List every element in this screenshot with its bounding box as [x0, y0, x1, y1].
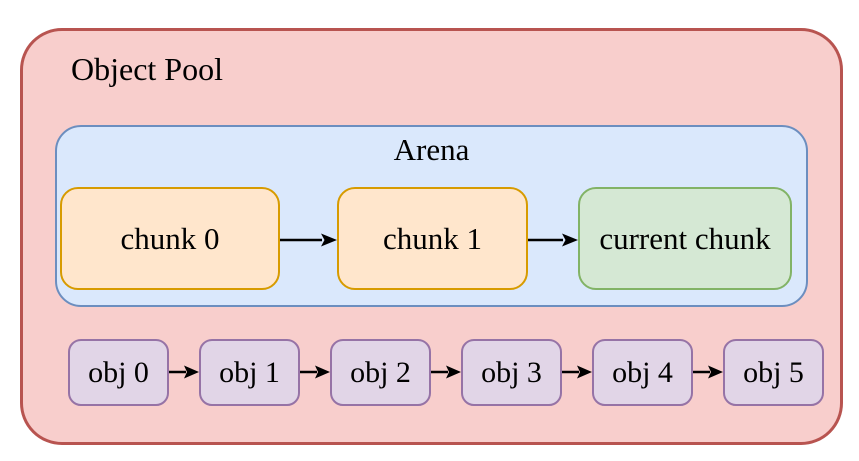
chunk-1-label: chunk 1	[382, 220, 482, 256]
obj-5-label: obj 5	[743, 355, 804, 389]
obj-5-box: obj 5	[723, 339, 824, 406]
object-pool-label: Object Pool	[71, 51, 223, 87]
chunk-0-box: chunk 0	[60, 187, 280, 290]
chunk0-to-chunk1-arrow-icon	[280, 233, 337, 247]
obj1-to-obj2-arrow-icon	[300, 365, 330, 379]
obj-3-label: obj 3	[481, 355, 542, 389]
current-chunk-label: current chunk	[599, 220, 771, 256]
obj-2-box: obj 2	[330, 339, 431, 406]
obj-4-label: obj 4	[612, 355, 673, 389]
obj3-to-obj4-arrow-icon	[562, 365, 592, 379]
current-chunk-box: current chunk	[578, 187, 792, 290]
obj-4-box: obj 4	[592, 339, 693, 406]
obj-1-label: obj 1	[219, 355, 280, 389]
obj-0-box: obj 0	[68, 339, 169, 406]
obj2-to-obj3-arrow-icon	[431, 365, 461, 379]
obj-3-box: obj 3	[461, 339, 562, 406]
arena-label: Arena	[393, 132, 470, 167]
chunk-1-box: chunk 1	[337, 187, 528, 290]
obj0-to-obj1-arrow-icon	[169, 365, 199, 379]
obj-0-label: obj 0	[88, 355, 149, 389]
object-pool-box: Object Pool Arena chunk 0 chunk 1 curren…	[20, 28, 843, 445]
obj4-to-obj5-arrow-icon	[693, 365, 723, 379]
obj-1-box: obj 1	[199, 339, 300, 406]
chunk-0-label: chunk 0	[120, 220, 220, 256]
arena-box: Arena chunk 0 chunk 1 current chunk	[55, 125, 808, 307]
chunk1-to-current-chunk-arrow-icon	[528, 233, 578, 247]
obj-2-label: obj 2	[350, 355, 411, 389]
